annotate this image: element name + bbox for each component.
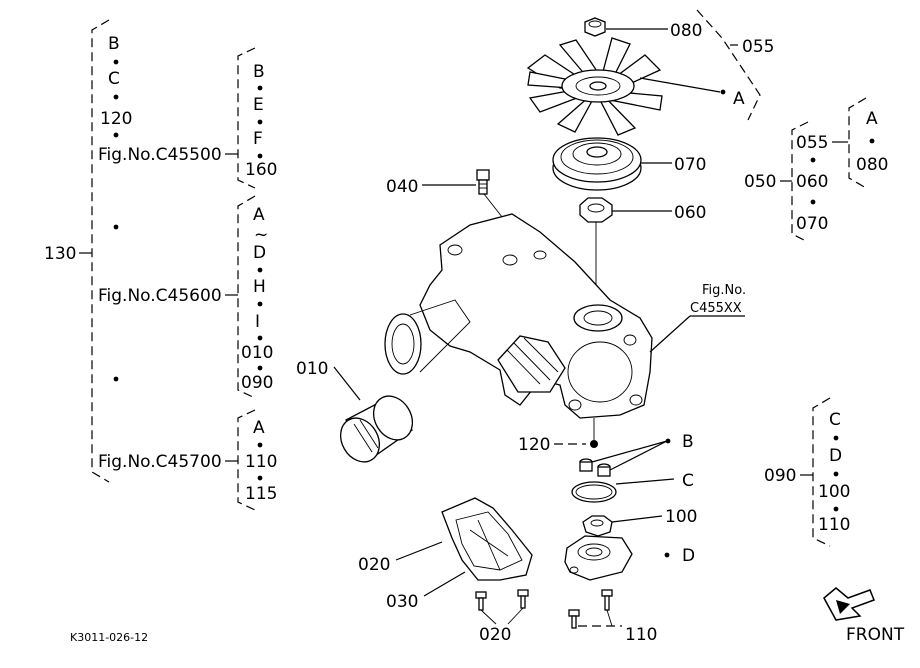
sub2-item-I[interactable]: I — [255, 312, 260, 332]
callout-060[interactable]: 060 — [674, 203, 706, 223]
oil-filter-010[interactable] — [333, 389, 420, 469]
callout-055[interactable]: 055 — [742, 37, 774, 57]
bolt-040[interactable] — [476, 169, 490, 195]
group-090-item-C[interactable]: C — [829, 410, 841, 430]
sub2-item-A[interactable]: A — [253, 205, 265, 225]
group-050-item-055[interactable]: 055 — [796, 133, 828, 153]
cap-B2[interactable] — [597, 463, 611, 477]
fan-part[interactable] — [526, 37, 663, 136]
fig-ref-line2[interactable]: C455XX — [690, 301, 742, 316]
water-pump-housing[interactable] — [384, 213, 653, 419]
group-130-number[interactable]: 130 — [44, 244, 76, 264]
separator-dot — [833, 435, 839, 441]
callout-A-fan[interactable]: A — [733, 89, 745, 109]
callout-020-bottom[interactable]: 020 — [479, 625, 511, 645]
sub3-item-A[interactable]: A — [253, 418, 265, 438]
fig-ref-line1[interactable]: Fig.No. — [702, 283, 746, 298]
leader-dot — [665, 438, 671, 444]
sub1-item-F[interactable]: F — [253, 129, 263, 149]
group-090: 090 C D 100 110 — [764, 397, 850, 547]
front-label: FRONT — [846, 625, 905, 645]
separator-dot — [113, 94, 119, 100]
nut-080[interactable] — [584, 17, 606, 37]
separator-dot — [810, 199, 816, 205]
separator-dot — [257, 301, 263, 307]
sub3-item-115[interactable]: 115 — [245, 484, 277, 504]
group-090-item-100[interactable]: 100 — [818, 482, 850, 502]
small-part-120[interactable] — [590, 440, 598, 448]
sub3-item-110[interactable]: 110 — [245, 452, 277, 472]
group-050-sub-080[interactable]: 080 — [856, 155, 888, 175]
separator-dot — [257, 85, 263, 91]
group-050-number[interactable]: 050 — [744, 172, 776, 192]
sub2-item-D[interactable]: D — [253, 243, 266, 263]
callout-070[interactable]: 070 — [674, 155, 706, 175]
drawing-code: K3011-026-12 — [70, 631, 148, 644]
o-ring-C[interactable] — [571, 481, 617, 503]
callout-040[interactable]: 040 — [386, 177, 418, 197]
sub2-item-H[interactable]: H — [253, 277, 266, 297]
group-130-item-C[interactable]: C — [108, 69, 120, 89]
separator-dot — [113, 224, 119, 230]
callout-120[interactable]: 120 — [518, 435, 550, 455]
sub2-item-090[interactable]: 090 — [241, 373, 273, 393]
callout-110[interactable]: 110 — [625, 625, 657, 645]
group-050-item-060[interactable]: 060 — [796, 172, 828, 192]
group-050-item-070[interactable]: 070 — [796, 214, 828, 234]
fig-ref-c45700[interactable]: Fig.No.C45700 — [98, 452, 222, 472]
callout-080[interactable]: 080 — [670, 21, 702, 41]
leader-dot — [664, 552, 670, 558]
group-090-item-D[interactable]: D — [829, 446, 842, 466]
leader-dot — [720, 89, 726, 95]
sub2-range-tilde: ~ — [254, 225, 268, 245]
group-050-sub-A[interactable]: A — [866, 109, 878, 129]
separator-dot — [257, 335, 263, 341]
bolt-110-b[interactable] — [601, 589, 613, 611]
separator-dot — [257, 475, 263, 481]
group-050: 050 055 060 070 A 080 — [744, 97, 888, 243]
sub1-item-B[interactable]: B — [253, 62, 265, 82]
callout-C[interactable]: C — [682, 471, 694, 491]
cap-B1[interactable] — [579, 458, 593, 472]
fig-ref-c45500[interactable]: Fig.No.C45500 — [98, 145, 222, 165]
callout-010[interactable]: 010 — [296, 359, 328, 379]
sub1-item-E[interactable]: E — [253, 95, 264, 115]
separator-dot — [810, 157, 816, 163]
separator-dot — [257, 365, 263, 371]
separator-dot — [113, 132, 119, 138]
separator-dot — [257, 267, 263, 273]
separator-dot — [869, 138, 875, 144]
bolt-020-b[interactable] — [517, 589, 529, 609]
group-130: 130 B C 120 Fig.No.C45500 Fig.No.C45600 … — [44, 19, 277, 511]
group-130-item-120[interactable]: 120 — [100, 109, 132, 129]
callout-100[interactable]: 100 — [665, 507, 697, 527]
sub1-item-160[interactable]: 160 — [245, 160, 277, 180]
separator-dot — [113, 376, 119, 382]
separator-dot — [833, 506, 839, 512]
fig-ref-c45600[interactable]: Fig.No.C45600 — [98, 286, 222, 306]
cover-plate-D[interactable] — [564, 535, 633, 581]
callout-030[interactable]: 030 — [386, 592, 418, 612]
callout-020-top[interactable]: 020 — [358, 555, 390, 575]
pulley-070[interactable] — [552, 137, 642, 191]
separator-dot — [257, 153, 263, 159]
group-090-number[interactable]: 090 — [764, 466, 796, 486]
hub-060[interactable] — [579, 197, 613, 223]
separator-dot — [113, 59, 119, 65]
front-arrow-icon — [823, 587, 875, 621]
separator-dot — [833, 471, 839, 477]
callout-D[interactable]: D — [682, 546, 695, 566]
bracket-030[interactable] — [441, 497, 533, 581]
group-090-item-110[interactable]: 110 — [818, 515, 850, 535]
callout-B[interactable]: B — [682, 432, 694, 452]
sub2-item-010[interactable]: 010 — [241, 343, 273, 363]
bolt-110-a[interactable] — [568, 609, 580, 629]
bolt-020-a[interactable] — [475, 591, 487, 611]
separator-dot — [257, 442, 263, 448]
group-130-item-B[interactable]: B — [108, 34, 120, 54]
separator-dot — [257, 119, 263, 125]
impeller-100[interactable] — [582, 515, 613, 537]
